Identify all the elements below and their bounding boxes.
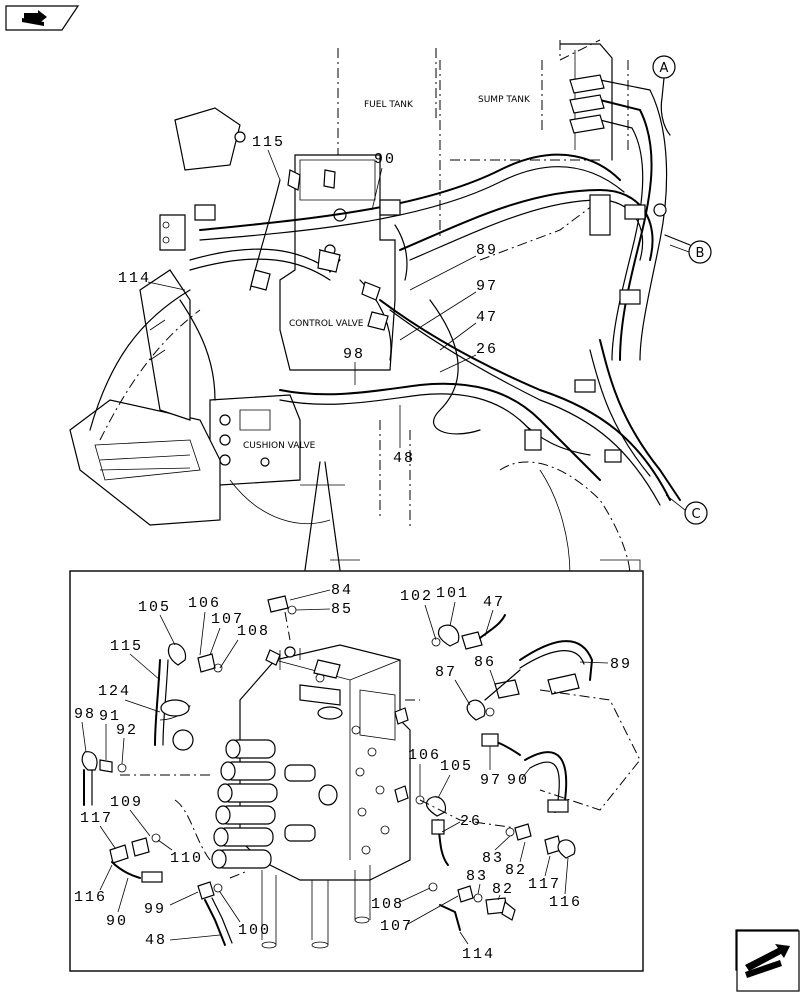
callout-115: 115 (110, 638, 143, 655)
callout-47: 47 (476, 309, 498, 326)
callout-106-b: 106 (408, 747, 441, 764)
callout-48: 48 (145, 932, 167, 949)
callout-99: 99 (144, 901, 166, 918)
callout-117: 117 (80, 810, 113, 827)
callout-116-b: 116 (549, 894, 582, 911)
callout-86: 86 (474, 654, 496, 671)
callout-98: 98 (343, 346, 365, 363)
callout-90: 90 (374, 151, 396, 168)
callout-100: 100 (238, 922, 271, 939)
callout-107: 107 (211, 611, 244, 628)
callout-83: 83 (482, 850, 504, 867)
callout-82-b: 82 (492, 881, 514, 898)
callout-97: 97 (480, 772, 502, 789)
svg-text:A: A (660, 61, 669, 76)
connector-c: C (665, 494, 708, 525)
callout-110: 110 (170, 850, 203, 867)
svg-text:B: B (696, 246, 705, 261)
detail-panel: 84 85 105 106 107 108 102 101 47 115 89 … (69, 570, 644, 972)
fuel-tank-label: FUEL TANK (364, 100, 414, 110)
callout-102: 102 (400, 588, 433, 605)
control-valve-label: CONTROL VALVE (289, 319, 364, 329)
callout-115: 115 (252, 134, 285, 151)
callout-48: 48 (393, 450, 415, 467)
callout-84: 84 (331, 582, 353, 599)
callout-90-b: 90 (106, 913, 128, 930)
callout-26: 26 (460, 813, 482, 830)
connector-b: B (669, 240, 712, 264)
callout-85: 85 (331, 601, 353, 618)
next-page-arrow-icon[interactable] (735, 929, 800, 992)
callout-105-b: 105 (440, 758, 473, 775)
callout-98: 98 (74, 706, 96, 723)
callout-108-b: 108 (371, 896, 404, 913)
cushion-valve-label: CUSHION VALVE (243, 441, 316, 451)
callout-47: 47 (483, 594, 505, 611)
callout-114: 114 (118, 270, 151, 287)
callout-89: 89 (610, 656, 632, 673)
callout-89: 89 (476, 242, 498, 259)
callout-90: 90 (507, 772, 529, 789)
callout-107-b: 107 (380, 918, 413, 935)
callout-105: 105 (138, 599, 171, 616)
callout-109: 109 (110, 794, 143, 811)
callout-91: 91 (99, 708, 121, 725)
upper-assembly-drawing: A B C FUEL TANK SUMP TANK CONTROL VALVE … (69, 39, 712, 576)
book-arrow-icon[interactable] (5, 5, 80, 31)
svg-text:C: C (691, 507, 700, 522)
callout-106: 106 (188, 595, 221, 612)
callout-117-b: 117 (528, 876, 561, 893)
callout-87: 87 (435, 664, 457, 681)
callout-124: 124 (98, 683, 131, 700)
callout-82: 82 (505, 862, 527, 879)
callout-108: 108 (237, 623, 270, 640)
callout-97: 97 (476, 278, 498, 295)
callout-92: 92 (116, 722, 138, 739)
sump-tank-label: SUMP TANK (478, 95, 531, 105)
callout-83-b: 83 (466, 868, 488, 885)
callout-114: 114 (462, 946, 495, 963)
callout-26: 26 (476, 341, 498, 358)
callout-101: 101 (436, 585, 469, 602)
callout-116: 116 (74, 889, 107, 906)
connector-a: A (652, 55, 676, 136)
